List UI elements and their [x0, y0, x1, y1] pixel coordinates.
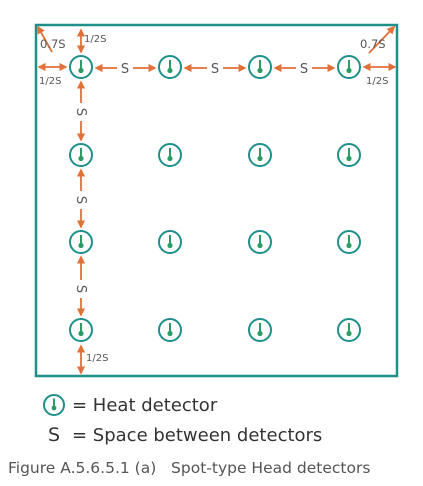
legend-spacing-label: = Space between detectors [72, 424, 323, 446]
spacing-label-v2: S [73, 196, 88, 204]
heat-detector-icon [69, 55, 93, 79]
corner-distance-arrow-left [37, 25, 53, 53]
spacing-label-v1: S [73, 108, 88, 116]
heat-detector-icon [337, 230, 361, 254]
half-spacing-label-bottom: 1/2S [86, 353, 108, 364]
heat-detector-icon [69, 318, 93, 342]
legend-detector: = Heat detector [42, 393, 217, 417]
heat-detector-icon [248, 143, 272, 167]
heat-detector-icon [42, 393, 66, 417]
half-spacing-label-left: 1/2S [39, 76, 61, 87]
legend-spacing: S = Space between detectors [42, 424, 322, 446]
legend-detector-label: = Heat detector [72, 394, 218, 416]
figure-caption: Figure A.5.6.5.1 (a) Spot-type Head dete… [8, 459, 371, 477]
heat-detector-icon [158, 143, 182, 167]
corner-label-right: 0.7S [360, 37, 386, 51]
heat-detector-icon [158, 55, 182, 79]
heat-detector-icon [158, 230, 182, 254]
spacing-label-h3: S [300, 62, 308, 77]
heat-detector-icon [248, 318, 272, 342]
heat-detector-icon [337, 55, 361, 79]
heat-detector-icon [69, 230, 93, 254]
heat-detector-icon [337, 143, 361, 167]
half-spacing-label-right: 1/2S [366, 76, 388, 87]
room-outline [34, 23, 399, 378]
spacing-label-v3: S [73, 285, 88, 293]
spacing-label-h2: S [211, 62, 219, 77]
detector-spacing-diagram: 0.7S 0.7S 1/2S 1/2S 1/2S 1/2S S S S S S … [34, 23, 399, 378]
heat-detector-icon [158, 318, 182, 342]
heat-detector-icon [337, 318, 361, 342]
corner-distance-arrow-right [368, 25, 396, 54]
heat-detector-icon [248, 55, 272, 79]
heat-detector-icon [248, 230, 272, 254]
heat-detector-icon [69, 143, 93, 167]
legend-s-symbol: S [47, 424, 61, 446]
half-spacing-label-top: 1/2S [84, 34, 106, 45]
spacing-label-h1: S [121, 62, 129, 77]
corner-label-left: 0.7S [40, 37, 66, 51]
